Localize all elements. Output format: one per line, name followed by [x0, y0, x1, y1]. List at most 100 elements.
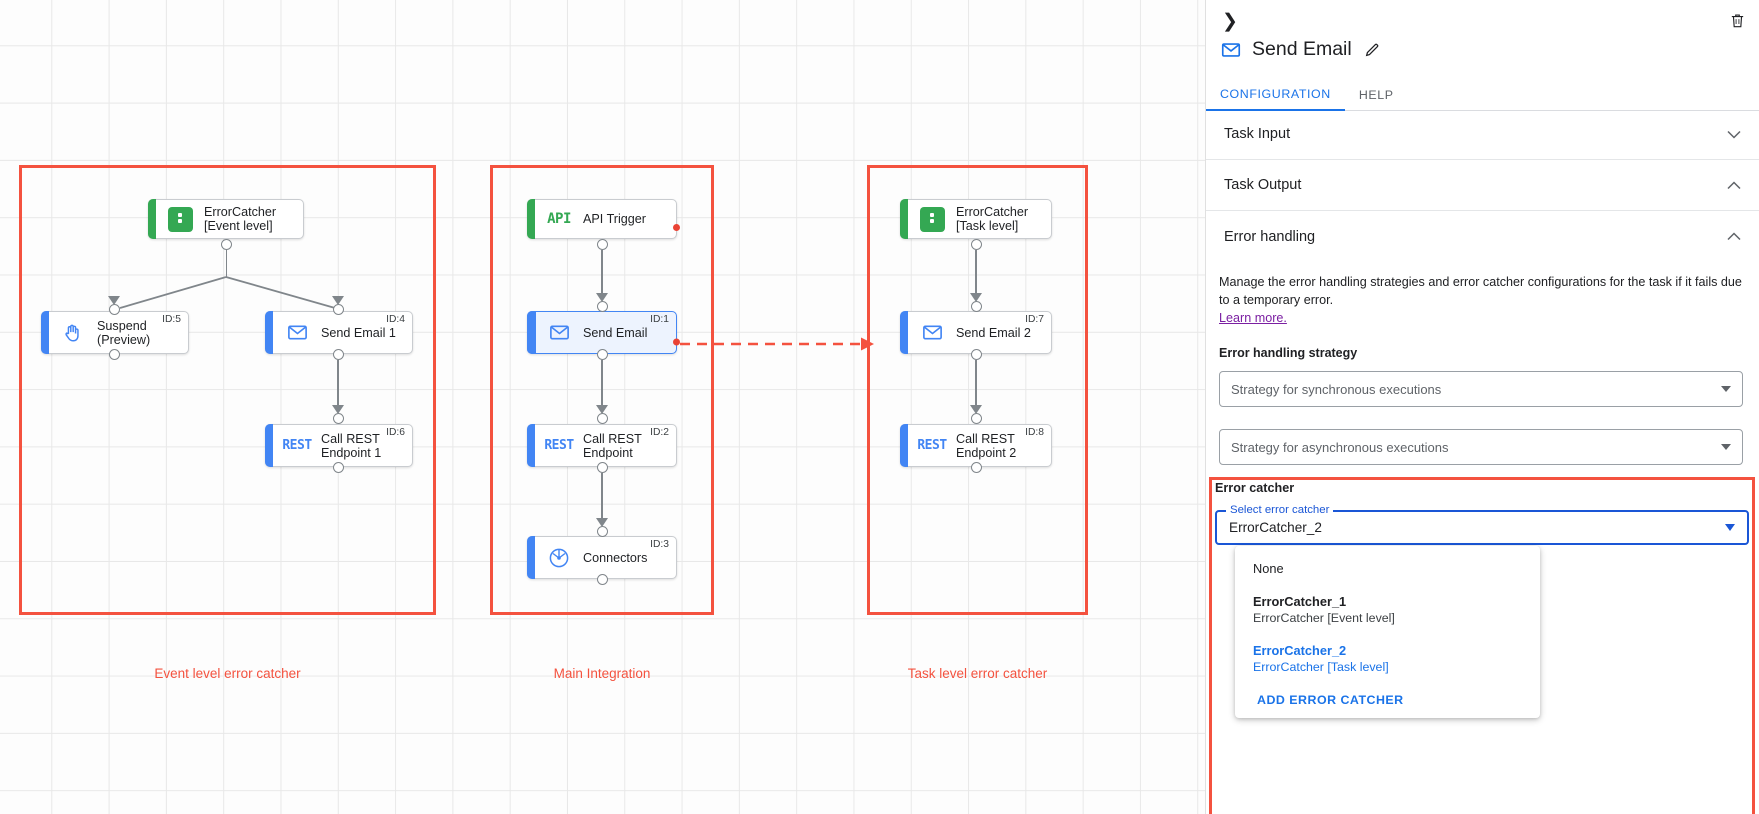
edge-vertical — [337, 360, 339, 406]
node-port-out[interactable] — [108, 349, 120, 360]
node-port-in[interactable] — [332, 413, 344, 424]
node-call-rest-endpoint[interactable]: REST Call REST Endpoint ID:2 — [527, 424, 677, 467]
rest-icon: REST — [282, 438, 312, 453]
group-label-task-level: Task level error catcher — [907, 666, 1048, 681]
node-label: API Trigger — [583, 212, 646, 226]
option-primary: ErrorCatcher_2 — [1253, 643, 1347, 658]
arrowhead-left — [108, 296, 120, 305]
node-port-in[interactable] — [596, 301, 608, 312]
node-port-in[interactable] — [596, 526, 608, 537]
node-port-in[interactable] — [596, 413, 608, 424]
select-error-catcher-field[interactable]: Select error catcher ErrorCatcher_2 — [1215, 504, 1749, 545]
sync-strategy-select[interactable]: Strategy for synchronous executions — [1219, 371, 1743, 407]
api-icon: API — [547, 211, 571, 227]
async-strategy-value: Strategy for asynchronous executions — [1231, 439, 1449, 455]
group-event-level — [19, 165, 436, 615]
error-catcher-icon — [919, 206, 945, 232]
node-port-out[interactable] — [596, 349, 608, 360]
select-error-catcher-legend: Select error catcher — [1226, 504, 1334, 516]
dropdown-option-errorcatcher-2[interactable]: ErrorCatcher_2 ErrorCatcher [Task level] — [1235, 632, 1540, 681]
node-id: ID:4 — [386, 314, 405, 325]
section-error-handling[interactable]: Error handling — [1206, 211, 1759, 262]
group-label-main-integration: Main Integration — [553, 666, 651, 681]
node-accent — [527, 424, 535, 467]
node-port-in[interactable] — [108, 304, 120, 315]
node-suspend-preview[interactable]: Suspend (Preview) ID:5 — [41, 311, 189, 354]
trash-icon[interactable] — [1724, 7, 1750, 33]
edge-vertical — [975, 360, 977, 406]
node-port-out[interactable] — [332, 349, 344, 360]
option-secondary: ErrorCatcher [Task level] — [1253, 660, 1389, 674]
panel-title-row: Send Email — [1220, 38, 1380, 61]
node-label: Send Email — [583, 325, 648, 340]
add-error-catcher-button[interactable]: ADD ERROR CATCHER — [1257, 693, 1404, 707]
node-port-out[interactable] — [221, 239, 232, 250]
edge-branch-left — [119, 276, 227, 309]
node-port-out[interactable] — [970, 239, 982, 250]
node-port-out[interactable] — [970, 349, 982, 360]
chevron-down-icon — [1725, 524, 1735, 531]
node-send-email-1[interactable]: Send Email 1 ID:4 — [265, 311, 413, 354]
edge-vertical — [975, 250, 977, 296]
edge-vertical — [601, 473, 603, 519]
node-accent — [527, 536, 535, 579]
node-send-email[interactable]: Send Email ID:1 — [527, 311, 680, 354]
node-port-in[interactable] — [332, 304, 344, 315]
workflow-canvas[interactable]: Event level error catcher Main Integrati… — [0, 0, 1205, 814]
dropdown-option-none[interactable]: None — [1235, 555, 1540, 582]
error-catcher-dropdown-menu[interactable]: None ErrorCatcher_1 ErrorCatcher [Event … — [1235, 546, 1540, 718]
arrowhead — [596, 518, 608, 527]
select-error-catcher-value: ErrorCatcher_2 — [1229, 520, 1322, 535]
section-task-input[interactable]: Task Input — [1206, 109, 1759, 160]
node-port-out[interactable] — [332, 462, 344, 473]
node-port-out[interactable] — [970, 462, 982, 473]
node-port-out[interactable] — [596, 462, 608, 473]
node-errorcatcher-task-level[interactable]: ErrorCatcher [Task level] — [900, 199, 1052, 239]
node-accent — [148, 199, 156, 239]
rest-icon: REST — [917, 438, 947, 453]
learn-more-link[interactable]: Learn more. — [1219, 311, 1287, 325]
error-handling-body: Manage the error handling strategies and… — [1206, 262, 1759, 465]
node-accent — [900, 424, 908, 467]
rest-icon: REST — [544, 438, 574, 453]
section-title: Task Output — [1224, 177, 1302, 193]
tab-help[interactable]: HELP — [1358, 87, 1394, 102]
chevron-down-icon — [1721, 386, 1731, 392]
chevron-up-icon — [1727, 178, 1741, 193]
sync-strategy-value: Strategy for synchronous executions — [1231, 381, 1442, 397]
chevron-right-icon[interactable]: ❯ — [1222, 10, 1238, 32]
node-accent — [527, 311, 536, 354]
node-id: ID:8 — [1025, 427, 1044, 438]
dropdown-option-errorcatcher-1[interactable]: ErrorCatcher_1 ErrorCatcher [Event level… — [1235, 582, 1540, 632]
envelope-icon — [1220, 39, 1242, 61]
node-id: ID:6 — [386, 427, 405, 438]
node-accent — [900, 199, 908, 239]
envelope-icon — [284, 320, 310, 346]
node-errorcatcher-event-level[interactable]: ErrorCatcher [Event level] — [148, 199, 304, 239]
tab-configuration[interactable]: CONFIGURATION — [1206, 78, 1345, 111]
section-title: Error handling — [1224, 228, 1316, 245]
node-id: ID:7 — [1025, 314, 1044, 325]
node-label: Call REST Endpoint — [583, 431, 642, 460]
node-label: Send Email 1 — [321, 325, 396, 340]
node-call-rest-endpoint-1[interactable]: REST Call REST Endpoint 1 ID:6 — [265, 424, 413, 467]
arrowhead-right — [332, 296, 344, 305]
node-port-out[interactable] — [596, 239, 608, 250]
hand-icon — [60, 320, 86, 346]
node-send-email-2[interactable]: Send Email 2 ID:7 — [900, 311, 1052, 354]
arrowhead — [970, 293, 982, 302]
node-label: Call REST Endpoint 2 — [956, 431, 1017, 460]
node-connectors[interactable]: Connectors ID:3 — [527, 536, 677, 579]
error-catcher-block: Error catcher Select error catcher Error… — [1215, 481, 1749, 545]
node-port-out[interactable] — [596, 574, 608, 585]
envelope-icon — [546, 320, 572, 346]
node-call-rest-endpoint-2[interactable]: REST Call REST Endpoint 2 ID:8 — [900, 424, 1052, 467]
pencil-icon[interactable] — [1364, 42, 1380, 58]
edge-branch-right — [225, 276, 336, 309]
node-api-trigger[interactable]: API API Trigger — [527, 199, 680, 239]
chevron-down-icon — [1727, 127, 1741, 142]
async-strategy-select[interactable]: Strategy for asynchronous executions — [1219, 429, 1743, 465]
node-port-in[interactable] — [970, 413, 982, 424]
node-port-in[interactable] — [970, 301, 982, 312]
section-task-output[interactable]: Task Output — [1206, 160, 1759, 211]
